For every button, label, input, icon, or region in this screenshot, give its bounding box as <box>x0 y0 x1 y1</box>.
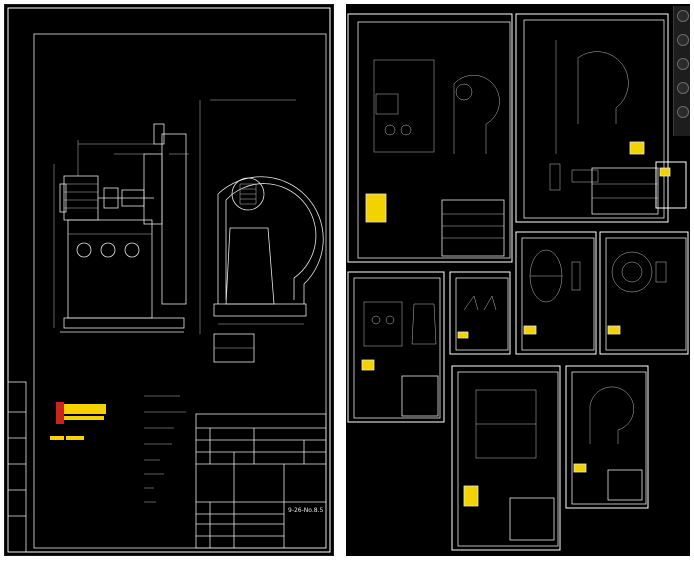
scroll-up-icon[interactable] <box>677 10 689 22</box>
sheet-7 <box>599 231 689 355</box>
left-title-strip <box>7 381 27 553</box>
main-drawing-sheet[interactable]: 9-26-No.8.5 <box>4 4 334 556</box>
sheet-3 <box>655 161 687 209</box>
front-view <box>199 99 324 363</box>
sheet-1 <box>347 13 513 263</box>
side-view <box>53 123 189 333</box>
drawing-frame <box>33 33 327 549</box>
title-block <box>195 413 327 549</box>
pane-divider <box>338 0 342 561</box>
sheet-6 <box>515 231 597 355</box>
sheet-border <box>7 7 331 553</box>
fan-assembly-drawing: 9-26-No.8.5 <box>7 7 331 553</box>
company-logo <box>50 402 106 440</box>
orbit-icon[interactable] <box>677 82 689 94</box>
technical-notes <box>144 395 186 503</box>
sheet-4 <box>347 271 445 423</box>
pan-icon[interactable] <box>677 34 689 46</box>
sheet-8 <box>451 365 561 551</box>
viewer-toolbar <box>673 6 690 136</box>
sheet-2 <box>515 13 669 223</box>
sheet-9 <box>565 365 649 509</box>
zoom-icon[interactable] <box>677 58 689 70</box>
drawing-code: 9-26-No.8.5 <box>288 507 323 514</box>
settings-icon[interactable] <box>677 106 689 118</box>
part-drawings-grid <box>347 13 689 551</box>
sheet-5 <box>449 271 511 355</box>
sheet-overview[interactable] <box>346 4 690 556</box>
